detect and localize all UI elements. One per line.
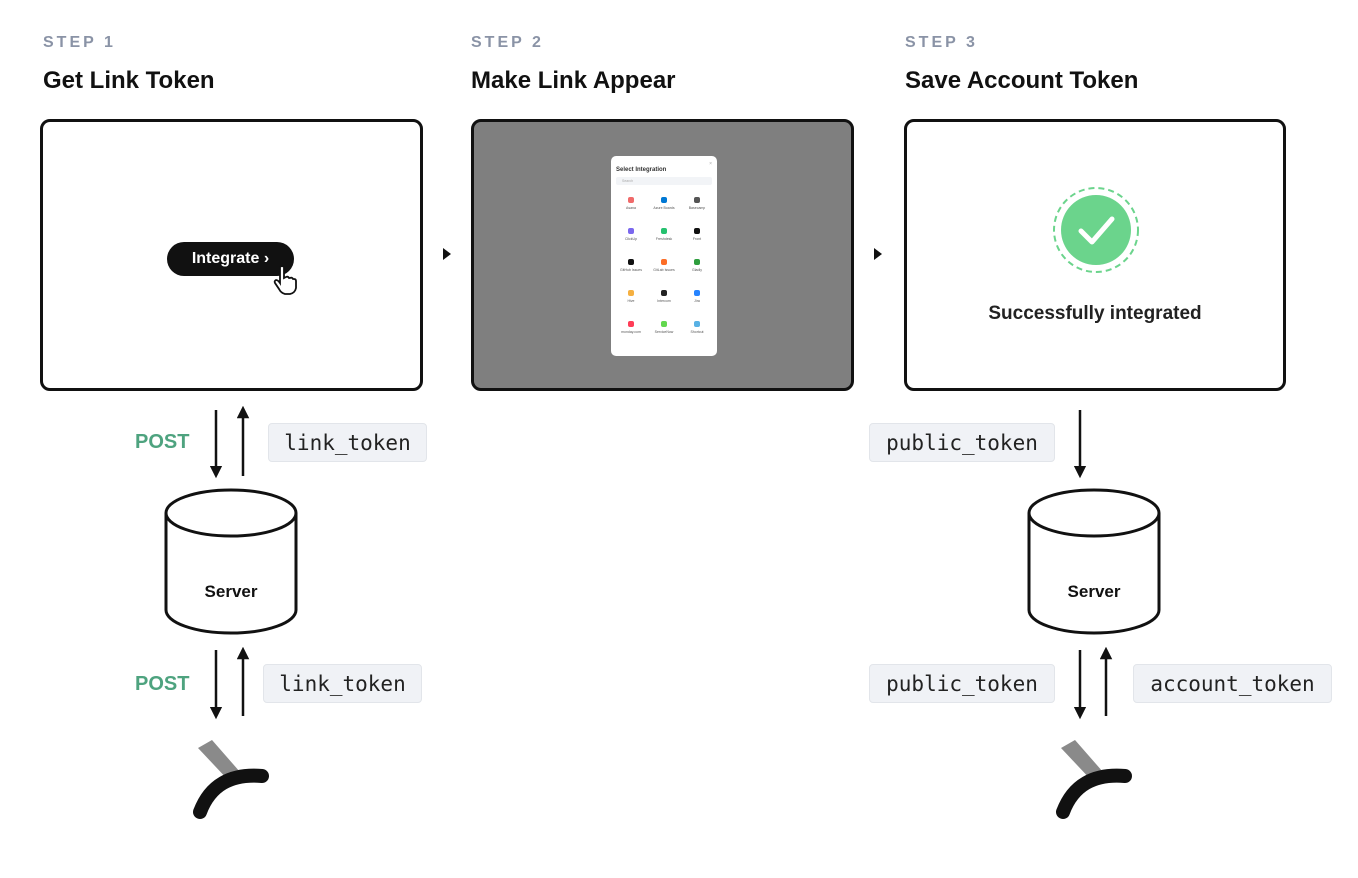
link-token-chip: link_token [263, 664, 422, 703]
next-arrow-icon [443, 248, 451, 260]
step-3-label: STEP 3 [905, 34, 978, 51]
integration-logo-icon [661, 258, 667, 265]
integration-tile[interactable]: GitLab Issues [649, 251, 679, 279]
integration-tile[interactable]: Shortcut [682, 313, 712, 341]
next-arrow-icon [874, 248, 882, 260]
integration-tile[interactable]: Intercom [649, 282, 679, 310]
server-label: Server [1067, 582, 1121, 601]
integration-tile[interactable]: ClickUp [616, 220, 646, 248]
step-1-panel: Integrate › [40, 119, 423, 391]
integration-name: Asana [626, 205, 636, 210]
integration-name: Freshdesk [655, 236, 673, 241]
integration-tile[interactable]: GitHub Issues [616, 251, 646, 279]
integration-logo-icon [628, 196, 634, 203]
modal-close-button[interactable]: × [709, 161, 712, 167]
server-database-icon [164, 488, 1161, 635]
account-token-chip: account_token [1133, 664, 1332, 703]
integration-logo-icon [694, 227, 700, 234]
integration-name: monday.com [621, 329, 641, 334]
integration-tile[interactable]: Asana [616, 189, 646, 217]
integration-name: Basecamp [688, 205, 706, 210]
integration-logo-icon [661, 320, 667, 327]
integration-logo-icon [628, 320, 634, 327]
integration-tile[interactable]: Front [682, 220, 712, 248]
integration-name: GitLab Issues [653, 267, 675, 272]
post-label: POST [135, 431, 190, 453]
integration-tile[interactable]: ServiceNow [649, 313, 679, 341]
public-token-chip: public_token [869, 423, 1055, 462]
integration-name: Gladly [692, 267, 702, 272]
public-token-chip: public_token [869, 664, 1055, 703]
integration-name: Azure Boards [653, 205, 675, 210]
integration-logo-icon [694, 258, 700, 265]
step-2-title: Make Link Appear [471, 67, 676, 94]
integration-name: GitHub Issues [620, 267, 642, 272]
step-1-label: STEP 1 [43, 34, 116, 51]
server-label: Server [204, 582, 258, 601]
integration-logo-icon [694, 289, 700, 296]
integration-name: Front [692, 236, 702, 241]
integration-logo-icon [661, 289, 667, 296]
step-2-label: STEP 2 [471, 34, 544, 51]
integration-tile[interactable]: monday.com [616, 313, 646, 341]
integration-name: ClickUp [624, 236, 638, 241]
integration-tile[interactable]: Basecamp [682, 189, 712, 217]
select-integration-modal: × Select Integration Search Asana Azure B… [611, 156, 717, 356]
link-token-chip: link_token [268, 423, 427, 462]
pointer-hand-icon [273, 265, 297, 295]
integration-name: Intercom [657, 298, 671, 303]
integration-search-input[interactable]: Search [616, 177, 712, 185]
step-3-title: Save Account Token [905, 67, 1139, 94]
integration-logo-icon [661, 196, 667, 203]
step-1-title: Get Link Token [43, 67, 215, 94]
integration-tile[interactable]: Azure Boards [649, 189, 679, 217]
integration-name: Hive [627, 298, 635, 303]
integration-name: Jira [694, 298, 700, 303]
integration-logo-icon [694, 196, 700, 203]
integration-logo-icon [661, 227, 667, 234]
step-2-panel: × Select Integration Search Asana Azure B… [471, 119, 854, 391]
integration-logo-icon [628, 258, 634, 265]
merge-logo-icon [193, 740, 1132, 819]
integration-logo-icon [628, 227, 634, 234]
integration-tile[interactable]: Freshdesk [649, 220, 679, 248]
integration-tile[interactable]: Jira [682, 282, 712, 310]
integration-name: Shortcut [690, 329, 704, 334]
post-label: POST [135, 673, 190, 695]
integration-name: ServiceNow [654, 329, 674, 334]
success-check-icon [1053, 187, 1139, 273]
integrate-button[interactable]: Integrate › [167, 242, 294, 276]
integration-tile[interactable]: Gladly [682, 251, 712, 279]
step-3-panel: Successfully integrated [904, 119, 1286, 391]
integration-tile[interactable]: Hive [616, 282, 646, 310]
modal-title: Select Integration [616, 167, 667, 173]
integration-logo-icon [628, 289, 634, 296]
success-message: Successfully integrated [988, 303, 1202, 324]
integration-logo-icon [694, 320, 700, 327]
